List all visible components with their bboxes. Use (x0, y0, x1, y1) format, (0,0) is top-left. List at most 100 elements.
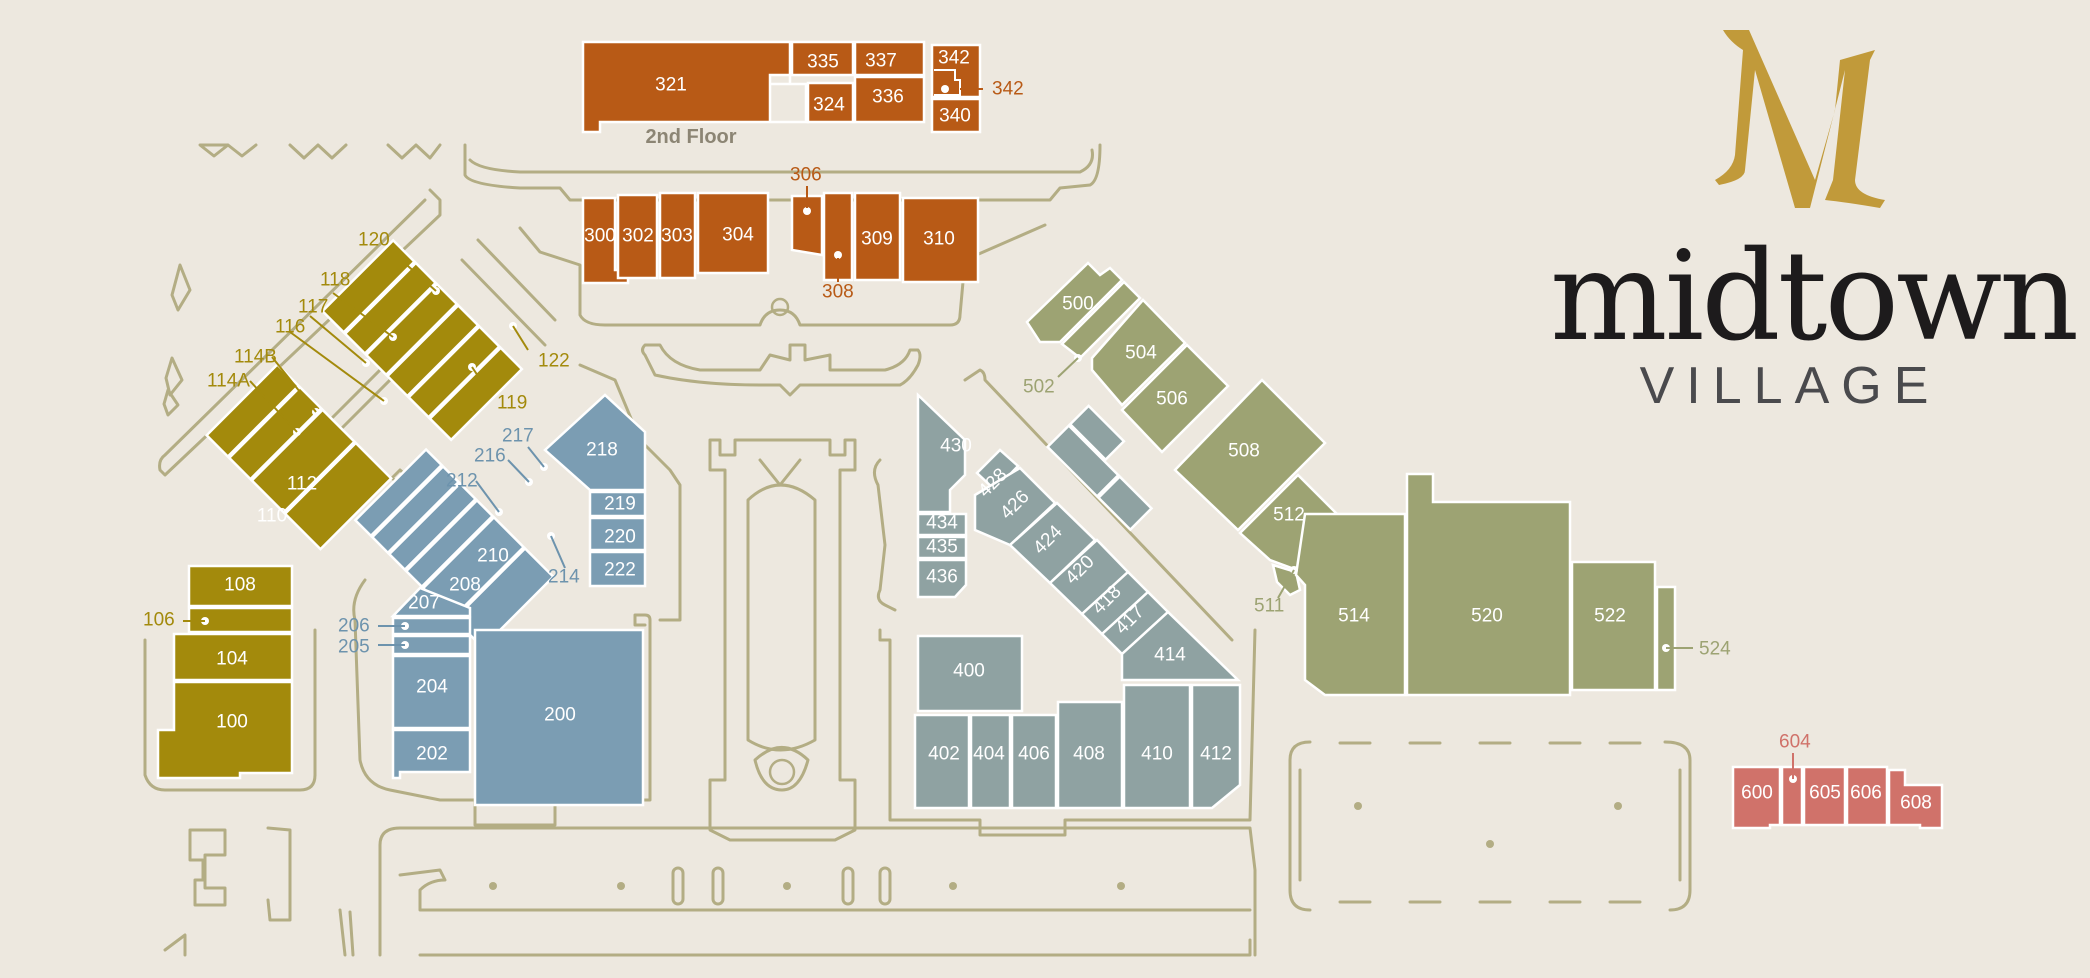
callout-217: 217 (502, 426, 534, 447)
unit-202[interactable] (391, 728, 472, 780)
unit-207[interactable] (390, 586, 472, 618)
callout-214: 214 (548, 567, 580, 588)
callout-122: 122 (538, 351, 570, 372)
unit-308[interactable] (822, 191, 854, 282)
unit-514[interactable] (1294, 512, 1407, 697)
unit-110[interactable] (283, 441, 393, 551)
block-300 (581, 191, 980, 285)
unit-424[interactable] (1096, 474, 1154, 532)
unit-524[interactable] (1655, 585, 1677, 692)
unit-100[interactable] (156, 680, 294, 780)
unit-414[interactable] (1120, 610, 1242, 682)
unit-504[interactable] (1090, 298, 1187, 407)
unit-605[interactable] (1802, 765, 1847, 827)
block-500 (1025, 261, 1677, 697)
unit-114B[interactable] (204, 362, 301, 459)
unit-303[interactable] (658, 191, 697, 280)
callout-216: 216 (474, 446, 506, 467)
unit-114A[interactable] (227, 385, 323, 481)
unit-410[interactable] (1122, 683, 1192, 810)
unit-119[interactable] (428, 346, 524, 442)
unit-220[interactable] (588, 516, 647, 552)
callout-labels: 342 306 308 120 118 117 116 114B 114A 12… (143, 79, 1811, 753)
unit-340[interactable] (930, 97, 982, 134)
unit-122[interactable] (343, 261, 438, 356)
unit-120[interactable] (320, 238, 417, 335)
unit-435[interactable] (916, 535, 968, 560)
callout-118: 118 (320, 270, 350, 291)
unit-324[interactable] (806, 81, 855, 124)
unit-337[interactable] (853, 40, 926, 77)
second-floor-block (581, 40, 982, 134)
unit-306[interactable] (790, 194, 824, 257)
unit-436[interactable] (916, 558, 968, 599)
callout-206: 206 (338, 616, 370, 637)
callout-116: 116 (275, 317, 305, 338)
unit-426[interactable] (1045, 423, 1121, 499)
callout-604: 604 (1779, 732, 1811, 753)
unit-600[interactable] (1731, 765, 1782, 830)
unit-214[interactable] (387, 481, 478, 572)
callout-114A: 114A (207, 371, 250, 392)
unit-430[interactable] (916, 392, 967, 514)
unit-336[interactable] (853, 75, 926, 124)
unit-428b[interactable] (975, 448, 1020, 492)
logo-subtitle: VILLAGE (1639, 357, 1941, 415)
unit-219[interactable] (588, 490, 647, 518)
callout-308: 308 (822, 282, 854, 303)
callout-114B: 114B (234, 347, 277, 368)
unit-506[interactable] (1120, 343, 1230, 454)
unit-434[interactable] (916, 512, 968, 537)
callout-502: 502 (1023, 377, 1055, 398)
unit-200[interactable] (473, 628, 645, 807)
callout-342: 342 (992, 79, 1024, 100)
unit-520[interactable] (1405, 472, 1572, 697)
unit-304[interactable] (696, 191, 770, 275)
unit-302[interactable] (616, 193, 659, 280)
unit-212[interactable] (404, 498, 495, 589)
unit-608[interactable] (1887, 768, 1944, 830)
unit-108[interactable] (187, 564, 294, 608)
unit-606[interactable] (1845, 765, 1889, 827)
unit-117[interactable] (385, 303, 480, 398)
unit-522[interactable] (1570, 560, 1657, 692)
unit-118[interactable] (364, 282, 459, 377)
unit-216[interactable] (370, 464, 461, 555)
unit-428[interactable] (1068, 404, 1126, 462)
callout-leaders (183, 88, 1794, 779)
unit-424b[interactable] (1008, 501, 1097, 585)
callout-106: 106 (143, 610, 175, 631)
unit-116[interactable] (406, 324, 502, 419)
unit-500[interactable] (1025, 261, 1124, 344)
unit-402[interactable] (913, 713, 971, 810)
unit-335[interactable] (790, 40, 855, 77)
callout-212: 212 (446, 471, 478, 492)
callout-205: 205 (338, 637, 370, 658)
unit-217[interactable] (353, 447, 444, 538)
callout-511: 511 (1254, 596, 1284, 617)
unit-106[interactable] (187, 606, 294, 634)
callout-306: 306 (790, 165, 822, 186)
unit-406[interactable] (1010, 713, 1058, 810)
unit-222[interactable] (588, 550, 647, 588)
unit-218[interactable] (543, 393, 647, 492)
unit-104[interactable] (172, 632, 294, 682)
logo-wordmark: midtown (1550, 225, 2079, 369)
callout-117: 117 (298, 297, 328, 318)
block-600 (1731, 765, 1944, 830)
callout-524: 524 (1699, 639, 1731, 660)
unit-408[interactable] (1056, 700, 1124, 810)
unit-309[interactable] (853, 191, 902, 282)
unit-400[interactable] (916, 634, 1024, 713)
callout-119: 119 (497, 393, 527, 414)
block-200 (353, 393, 647, 807)
unit-204[interactable] (391, 654, 472, 730)
unit-321[interactable] (581, 40, 810, 134)
unit-508[interactable] (1173, 378, 1327, 532)
unit-412[interactable] (1190, 683, 1242, 810)
unit-404[interactable] (969, 713, 1012, 810)
callout-120: 120 (358, 230, 390, 251)
unit-112[interactable] (250, 408, 357, 515)
unit-310[interactable] (901, 196, 980, 284)
floor-label: 2nd Floor (645, 126, 736, 148)
